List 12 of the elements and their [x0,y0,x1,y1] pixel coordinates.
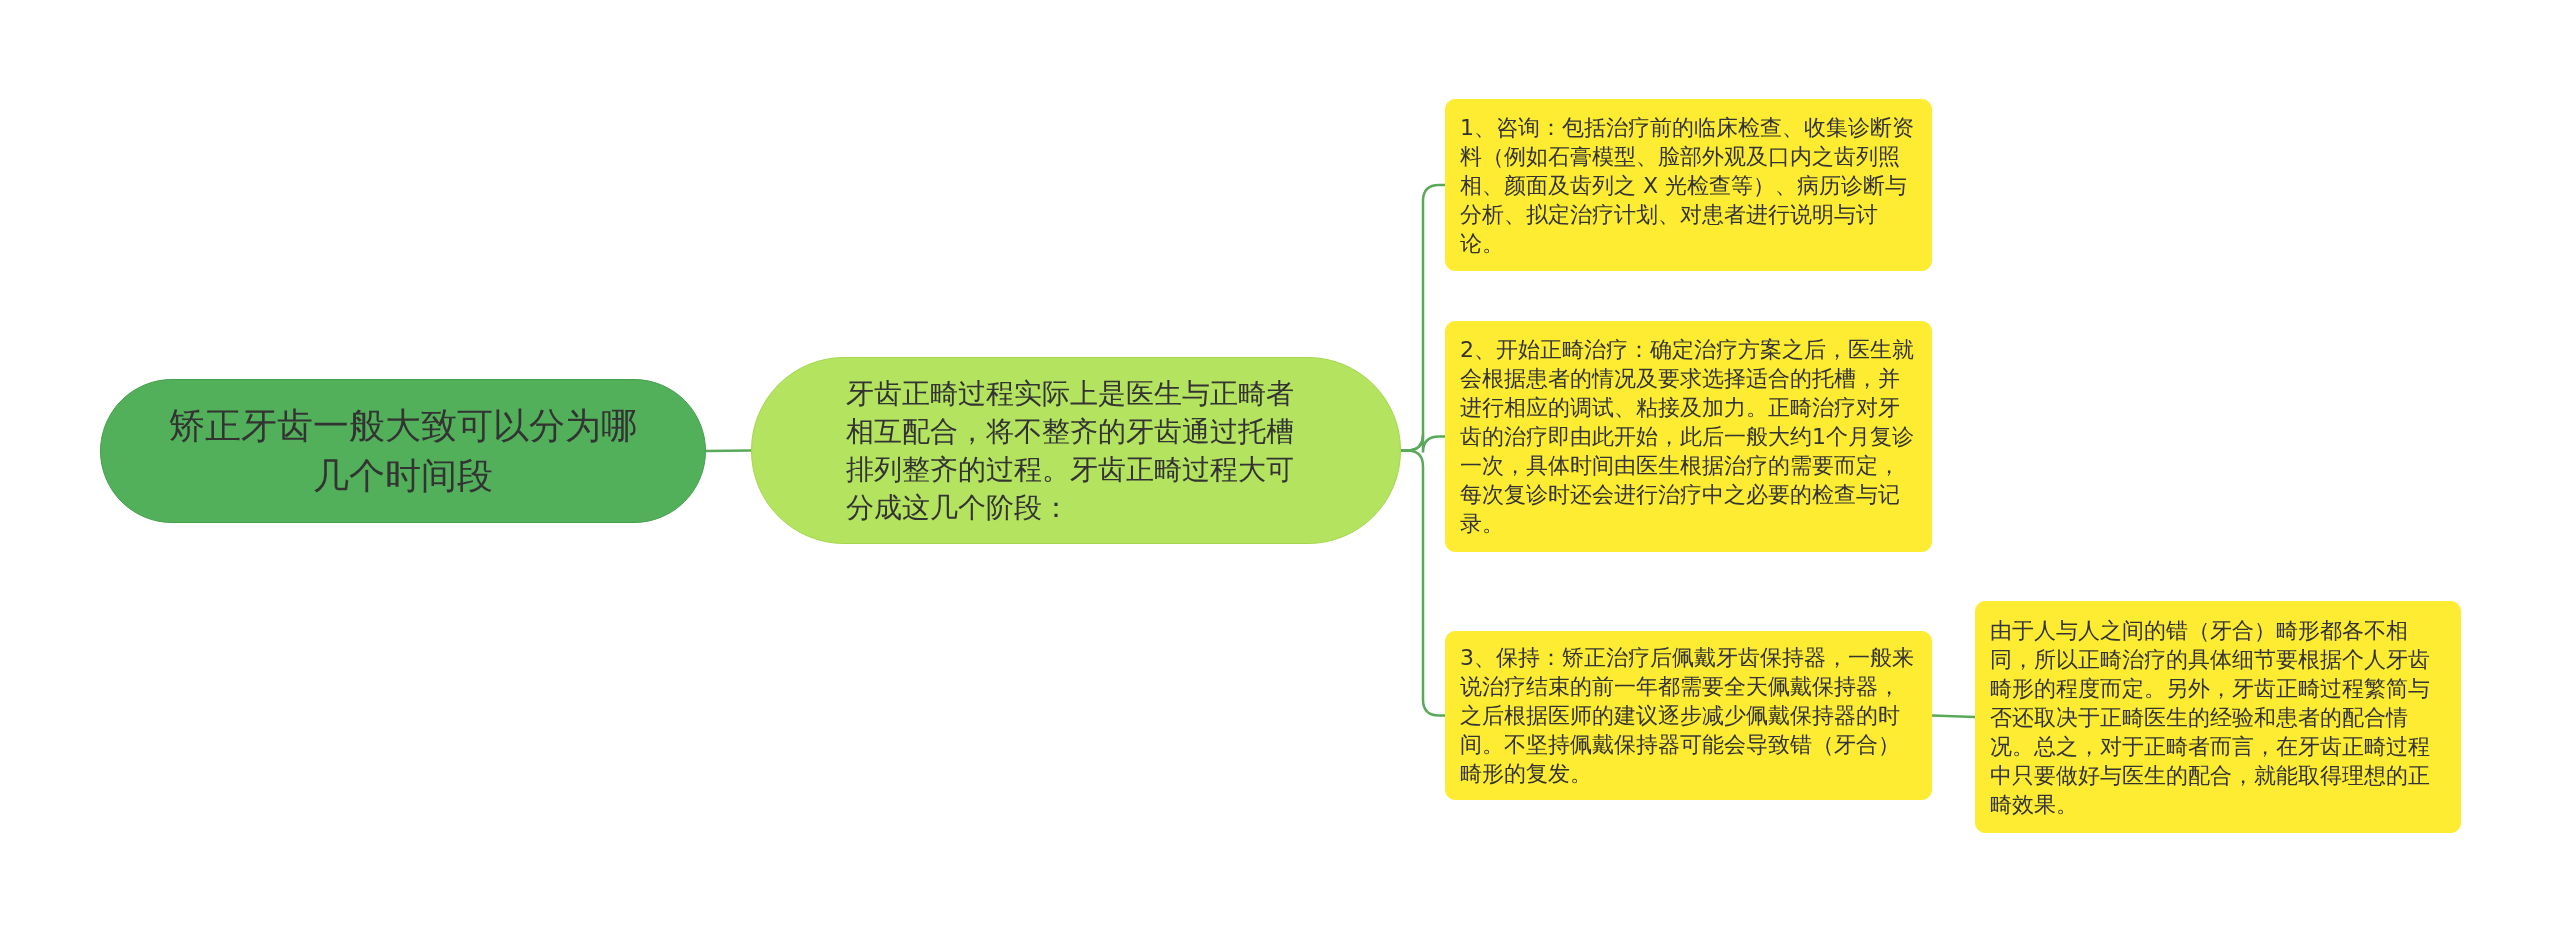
note-text: 1、咨询：包括治疗前的临床检查、收集诊断资料（例如石膏模型、脸部外观及口内之齿列照相、颜面及齿列之 X 光检查等）、病历诊断与分析、拟定治疗计划、对患者进行说明与讨论。 [1460,113,1915,258]
note-box [1445,321,1932,552]
note-box [1975,601,2461,833]
note-box [1445,99,1932,271]
connector-line [1931,714,1976,719]
note-text: 由于人与人之间的错（牙合）畸形都各不相同，所以正畸治疗的具体细节要根据个人牙齿畸形的程度而定。另外，牙齿正畸过程繁简与否还取决于正畸医生的经验和患者的配合情况。总之，对于正畸者而言，在牙齿正畸过程中只要做好与医生的配合，就能取得理想的正畸效果。 [1990,616,2431,819]
note-text: 3、保持：矫正治疗后佩戴牙齿保持器，一般来说治疗结束的前一年都需要全天佩戴保持器，之后根据医师的建议逐步减少佩戴保持器的时间。不坚持佩戴保持器可能会导致错（牙合）畸形的复发。 [1460,644,1915,788]
note-box [1445,631,1932,800]
note-text: 2、开始正畸治疗：确定治疗方案之后，医生就会根据患者的情况及要求选择适合的托槽，并进行相应的调试、粘接及加力。正畸治疗对牙齿的治疗即由此开始，此后一般大约1个月复诊一次，具体时间由医生根据治疗的需要而定，每次复诊时还会进行治疗中之必要的检查与记录。 [1460,336,1915,538]
subtopic-text: 牙齿正畸过程实际上是医生与正畸者相互配合，将不整齐的牙齿通过托槽排列整齐的过程。牙齿正畸过程大可分成这几个阶段： [846,375,1295,526]
topic-text: 矫正牙齿一般大致可以分为哪几个时间段 [168,404,638,498]
connector-line [706,449,751,453]
